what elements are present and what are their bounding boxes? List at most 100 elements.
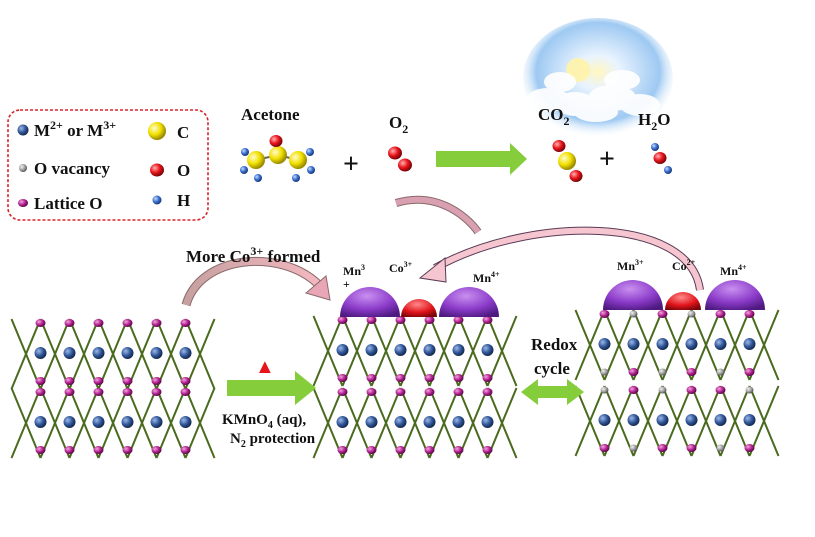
middle-top-bond: [428, 315, 460, 387]
right-domes: Mn3+ Co2+ Mn4+: [603, 258, 765, 310]
right-bottom-bond: [690, 385, 722, 457]
right-bottom-metal-atom: [685, 414, 698, 426]
legend-oxygen-label: O: [177, 161, 190, 180]
middle-top-lattice-o: [395, 316, 406, 324]
right-top-metal-atom: [685, 338, 698, 350]
right-bottom-bond: [661, 385, 693, 457]
right-top-lattice-o: [599, 310, 610, 318]
left-top-lattice-o: [93, 319, 104, 327]
right-bottom-bond: [719, 385, 751, 457]
middle-bottom-lattice-o: [482, 446, 493, 454]
right-top-bond: [632, 309, 664, 381]
middle-bottom-lattice-o: [395, 388, 406, 396]
middle-top-bond: [486, 315, 518, 387]
right-top-metal-atom: [627, 338, 640, 350]
mn4-label-middle: Mn4+: [473, 270, 500, 285]
right-bottom-metal-atom: [598, 414, 611, 426]
right-bottom-lattice-o: [657, 444, 668, 452]
legend-lattice-o-label: Lattice O: [34, 194, 102, 213]
right-top-metal-atom: [656, 338, 669, 350]
lattices: [10, 309, 780, 459]
right-bottom-bond: [632, 385, 664, 457]
middle-top-bond: [457, 315, 489, 387]
left-top-lattice-o: [122, 319, 133, 327]
left-top-bond: [126, 318, 158, 390]
right-bottom-lattice-o: [599, 444, 610, 452]
left-top-lattice-o: [35, 319, 46, 327]
left-bottom-lattice-o: [64, 446, 75, 454]
middle-bottom-metal-atom: [452, 416, 465, 428]
left-top-metal-atom: [150, 347, 163, 359]
middle-bottom-metal-atom: [365, 416, 378, 428]
right-top-bond: [748, 309, 780, 381]
left-top-bond: [68, 318, 100, 390]
mn4-dome-right: [705, 280, 765, 310]
middle-bottom-metal-atom: [394, 416, 407, 428]
sky-cloud-image: [523, 18, 673, 138]
plus-sign-2: +: [599, 144, 615, 175]
right-bottom-lattice-o: [744, 444, 755, 452]
o2-label: O2: [389, 113, 408, 136]
synthesis-conditions: ▲ KMnO4 (aq), N2 protection: [222, 356, 316, 450]
middle-bottom-lattice-o: [453, 446, 464, 454]
left-bottom-bond: [97, 387, 129, 459]
left-bottom-bond: [126, 387, 158, 459]
middle-top-metal-atom: [394, 344, 407, 356]
co3-label-middle: Co3+: [389, 260, 413, 275]
right-top-lattice-o: [744, 368, 755, 376]
left-top-metal-atom: [92, 347, 105, 359]
left-top-lattice-o: [180, 377, 191, 385]
left-bottom-metal-atom: [92, 416, 105, 428]
curve-arrow-right: [433, 227, 703, 291]
right-top-vacancy: [658, 368, 667, 376]
curved-arrows: [181, 195, 704, 307]
right-bottom-vacancy: [629, 444, 638, 452]
reaction-row: Acetone + O2 CO2 + H2O: [240, 105, 672, 182]
left-bottom-lattice-o: [180, 388, 191, 396]
left-bottom-metal-atom: [34, 416, 47, 428]
co3-dome-middle: [401, 299, 437, 317]
left-bottom-lattice-o: [35, 388, 46, 396]
left-bottom-metal-atom: [63, 416, 76, 428]
right-top-lattice-o: [744, 310, 755, 318]
legend-carbon-label: C: [177, 123, 189, 142]
left-bottom-bond: [39, 387, 71, 459]
legend-hydrogen-label: H: [177, 191, 190, 210]
n2-protection-label: N2 protection: [230, 431, 316, 450]
curve-arrow-left-head: [304, 275, 331, 301]
middle-top-bond: [341, 315, 373, 387]
legend-hydrogen-atom: [152, 195, 162, 205]
left-bottom-lattice-o: [151, 446, 162, 454]
middle-bottom-metal-atom: [423, 416, 436, 428]
left-top-lattice-o: [93, 377, 104, 385]
left-top-bond: [97, 318, 129, 390]
left-bottom-lattice-o: [122, 446, 133, 454]
left-top-bond: [184, 318, 216, 390]
middle-top-lattice-o: [424, 374, 435, 382]
right-top-vacancy: [629, 310, 638, 318]
redox-label-line2: cycle: [534, 359, 570, 378]
left-bottom-lattice-o: [93, 446, 104, 454]
middle-domes: Mn3 + Co3+ Mn4+: [340, 260, 500, 317]
middle-top-lattice-o: [453, 374, 464, 382]
middle-top-lattice-o: [482, 316, 493, 324]
right-bottom-vacancy: [658, 386, 667, 394]
h2o-molecule: [651, 143, 672, 174]
middle-top-lattice-o: [366, 316, 377, 324]
middle-top-lattice-o: [337, 374, 348, 382]
right-bottom-lattice-o: [715, 386, 726, 394]
right-top-bond: [574, 309, 606, 381]
mn4-label-right: Mn4+: [720, 263, 747, 278]
legend-carbon-atom: [148, 122, 166, 140]
middle-bottom-bond: [457, 387, 489, 459]
right-top-bond: [603, 309, 635, 381]
middle-bottom-bond: [370, 387, 402, 459]
redox-double-arrow: [521, 379, 584, 405]
curve-arrow-top: [395, 196, 481, 234]
right-top-vacancy: [687, 310, 696, 318]
right-top-metal-atom: [743, 338, 756, 350]
mn3-label-middle: Mn3: [343, 263, 365, 278]
plus-sign-1: +: [343, 149, 359, 180]
left-top-lattice-o: [151, 377, 162, 385]
